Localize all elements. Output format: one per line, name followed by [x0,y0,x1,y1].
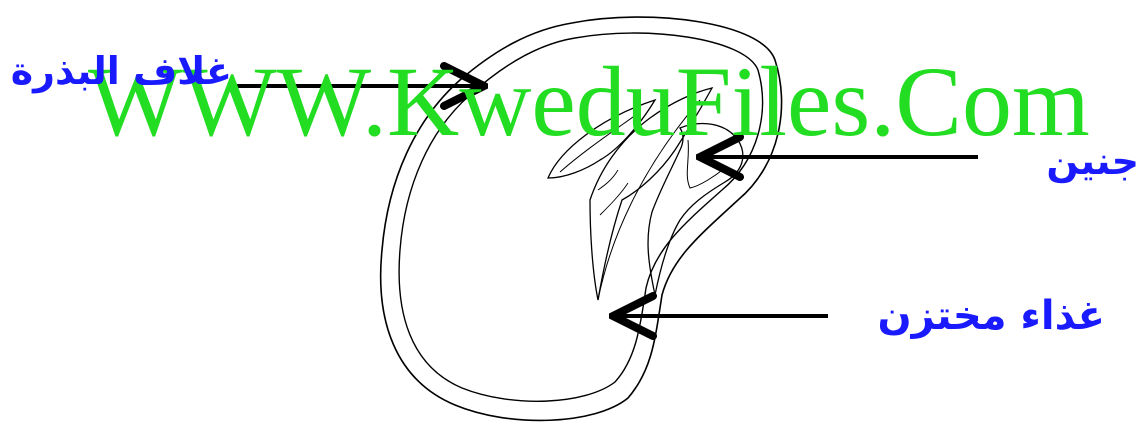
label-embryo: جنين [1046,142,1139,180]
label-stored-food: غذاء مختزن [878,296,1105,336]
watermark-text: WWW.KweduFiles.Com [88,52,1090,152]
embryo-leaf-detail [598,170,628,215]
label-seed-coat: غلاف البذرة [11,52,232,90]
